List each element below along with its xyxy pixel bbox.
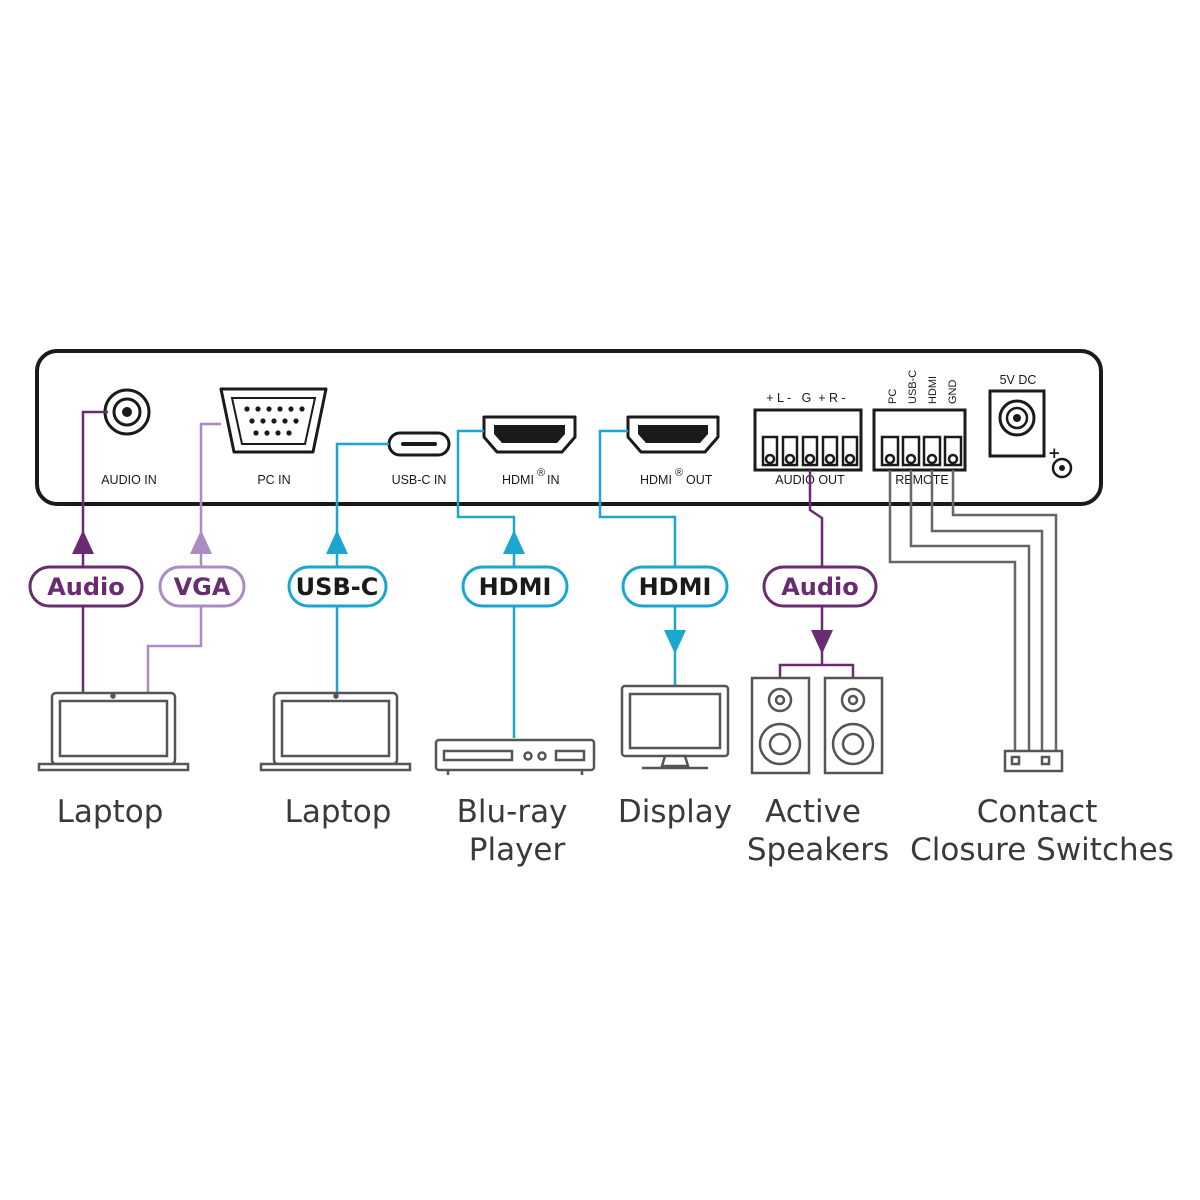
pc-in-label: PC IN xyxy=(257,473,290,487)
bluray-label: Blu-ray Player xyxy=(457,794,578,868)
usbc-port-icon xyxy=(387,431,451,457)
power-jack-icon xyxy=(988,389,1046,458)
svg-text:USB-C: USB-C xyxy=(296,573,379,601)
laptop-1-label: Laptop xyxy=(57,794,164,830)
remote-pin-labels: PC USB-C HDMI GND xyxy=(887,370,959,404)
audio-in-arrow-icon xyxy=(72,530,94,554)
vga-pill: VGA xyxy=(158,565,246,608)
vga-port-icon xyxy=(219,387,328,454)
hdmi-out-arrow-icon xyxy=(664,630,686,654)
speaker-right-icon xyxy=(823,676,884,775)
usbc-pill: USB-C xyxy=(287,565,388,608)
audio-out-terminal-icon xyxy=(753,408,863,472)
usbc-cable xyxy=(335,442,389,692)
svg-text:HDMI: HDMI xyxy=(927,376,939,404)
svg-text:Audio: Audio xyxy=(47,573,125,601)
remote-cables xyxy=(888,470,1058,752)
hdmi-in-port-icon xyxy=(482,415,577,454)
hdmi-out-pill: HDMI xyxy=(621,565,729,608)
usbc-arrow-icon xyxy=(326,530,348,554)
remote-terminal-icon xyxy=(872,408,967,472)
bluray-player-icon xyxy=(434,738,596,775)
svg-text:HDMI: HDMI xyxy=(639,573,712,601)
laptop-2-icon xyxy=(259,691,412,772)
svg-text:Audio: Audio xyxy=(781,573,859,601)
hdmi-in-label: HDMI xyxy=(502,473,534,487)
svg-text:HDMI: HDMI xyxy=(479,573,552,601)
audio-in-pill: Audio xyxy=(28,565,144,608)
svg-text:PC: PC xyxy=(887,389,899,404)
contact-closure-switches-icon xyxy=(1003,749,1064,773)
audio-out-pin-labels: + L - G + R - xyxy=(766,391,845,405)
svg-text:VGA: VGA xyxy=(174,573,231,601)
hdmi-out-label: HDMI xyxy=(640,473,672,487)
hdmi-out-registered-mark: ® xyxy=(675,467,683,479)
display-icon xyxy=(620,684,730,770)
audio-in-label: AUDIO IN xyxy=(101,473,157,487)
power-label: 5V DC xyxy=(1000,373,1037,387)
speaker-left-icon xyxy=(750,676,811,775)
svg-text:USB-C: USB-C xyxy=(907,370,919,404)
remote-label: REMOTE xyxy=(895,473,948,487)
hdmi-in-registered-mark: ® xyxy=(537,467,545,479)
svg-text:GND: GND xyxy=(947,380,959,405)
svg-text:+: + xyxy=(1048,444,1061,462)
hdmi-out-suffix: OUT xyxy=(686,473,713,487)
audio-out-pill: Audio xyxy=(762,565,878,608)
hdmi-in-arrow-icon xyxy=(503,530,525,554)
audio-in-jack-icon xyxy=(103,388,151,436)
polarity-icon: + xyxy=(1048,444,1073,479)
hdmi-in-suffix: IN xyxy=(547,473,560,487)
switches-label: Contact Closure Switches xyxy=(910,794,1174,868)
speakers-label: Active Speakers xyxy=(747,794,889,868)
audio-out-arrow-icon xyxy=(811,630,833,654)
vga-cable xyxy=(146,422,221,692)
hdmi-out-port-icon xyxy=(626,415,720,454)
usbc-in-label: USB-C IN xyxy=(392,473,447,487)
laptop-1-icon xyxy=(37,691,190,772)
vga-arrow-icon xyxy=(190,530,212,554)
hdmi-in-pill: HDMI xyxy=(461,565,569,608)
laptop-2-label: Laptop xyxy=(285,794,392,830)
display-label: Display xyxy=(618,794,732,830)
